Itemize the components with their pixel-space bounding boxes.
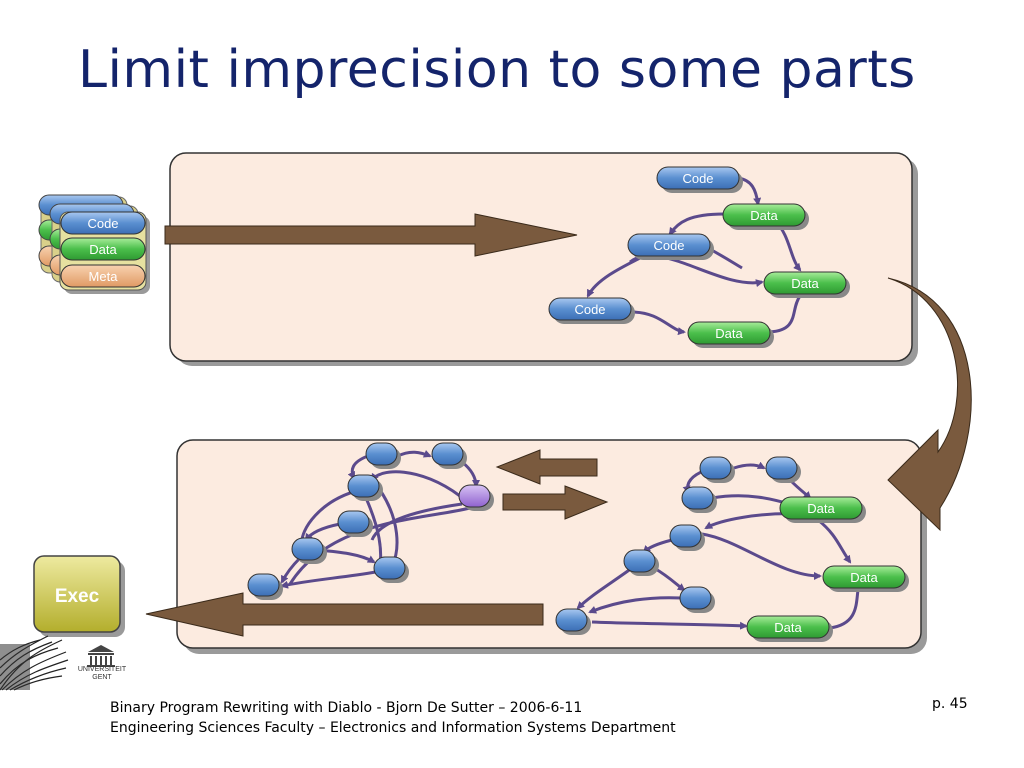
curved-transition-arrow [887, 277, 972, 532]
br-node-2 [765, 456, 801, 483]
top-code-node-3: Code [548, 297, 635, 324]
svg-text:Data: Data [774, 620, 802, 635]
page-number: p. 45 [932, 696, 968, 712]
br-node-7 [555, 608, 591, 635]
bl-node-5 [291, 537, 327, 564]
bl-purple-node [458, 484, 494, 511]
br-node-1 [699, 456, 735, 483]
svg-text:Code: Code [87, 216, 118, 231]
footer-line-2: Engineering Sciences Faculty – Electroni… [110, 720, 676, 736]
university-name: UNIVERSITEIT GENT [77, 666, 127, 681]
br-data-node-2: Data [822, 565, 909, 592]
br-data-node-3: Data [746, 615, 833, 642]
bl-node-2 [431, 442, 467, 469]
top-data-node-3: Data [687, 321, 774, 348]
top-code-node-2: Code [627, 233, 714, 260]
top-panel [169, 152, 918, 366]
top-data-node-1: Data [722, 203, 809, 230]
stack-code-node: Code [60, 211, 146, 235]
slide-footer: Binary Program Rewriting with Diablo - B… [110, 698, 676, 738]
bottom-left-graph-nodes [247, 442, 494, 600]
bottom-right-graph-nodes: Data Data Data [555, 456, 909, 642]
slide-title: Limit imprecision to some parts [78, 40, 916, 100]
bl-node-6 [373, 556, 409, 583]
br-data-node-1: Data [779, 496, 866, 523]
svg-text:Data: Data [791, 276, 819, 291]
stack-data-node: Data [60, 237, 146, 261]
svg-text:Meta: Meta [89, 269, 119, 284]
input-binary-stack: Code Data Meta [38, 194, 150, 294]
svg-text:Data: Data [715, 326, 743, 341]
exec-arrow [145, 592, 544, 637]
university-logo [0, 635, 115, 691]
bl-node-3 [347, 474, 383, 501]
top-graph-nodes: Code Data Code Data Code Data [548, 166, 850, 348]
br-node-5 [623, 549, 659, 576]
br-node-6 [679, 586, 715, 613]
back-arrow [495, 449, 598, 485]
exec-box: Exec [33, 555, 125, 637]
svg-text:Data: Data [750, 208, 778, 223]
br-node-4 [669, 524, 705, 551]
svg-text:Code: Code [682, 171, 713, 186]
top-data-node-2: Data [763, 271, 850, 298]
bl-node-7 [247, 573, 283, 600]
exec-label: Exec [55, 586, 100, 607]
stack-meta-node: Meta [60, 264, 146, 288]
input-arrow [164, 213, 578, 257]
footer-line-1: Binary Program Rewriting with Diablo - B… [110, 700, 583, 716]
bl-node-1 [365, 442, 401, 469]
svg-text:Code: Code [653, 238, 684, 253]
br-node-3 [681, 486, 717, 513]
svg-text:Data: Data [89, 242, 117, 257]
forward-arrow [502, 485, 609, 520]
svg-text:Data: Data [850, 570, 878, 585]
bottom-right-graph-edges [576, 461, 860, 630]
bl-node-4 [337, 510, 373, 537]
svg-text:Code: Code [574, 302, 605, 317]
top-code-node-1: Code [656, 166, 743, 193]
university-building-icon [87, 645, 115, 667]
svg-text:Data: Data [807, 501, 835, 516]
